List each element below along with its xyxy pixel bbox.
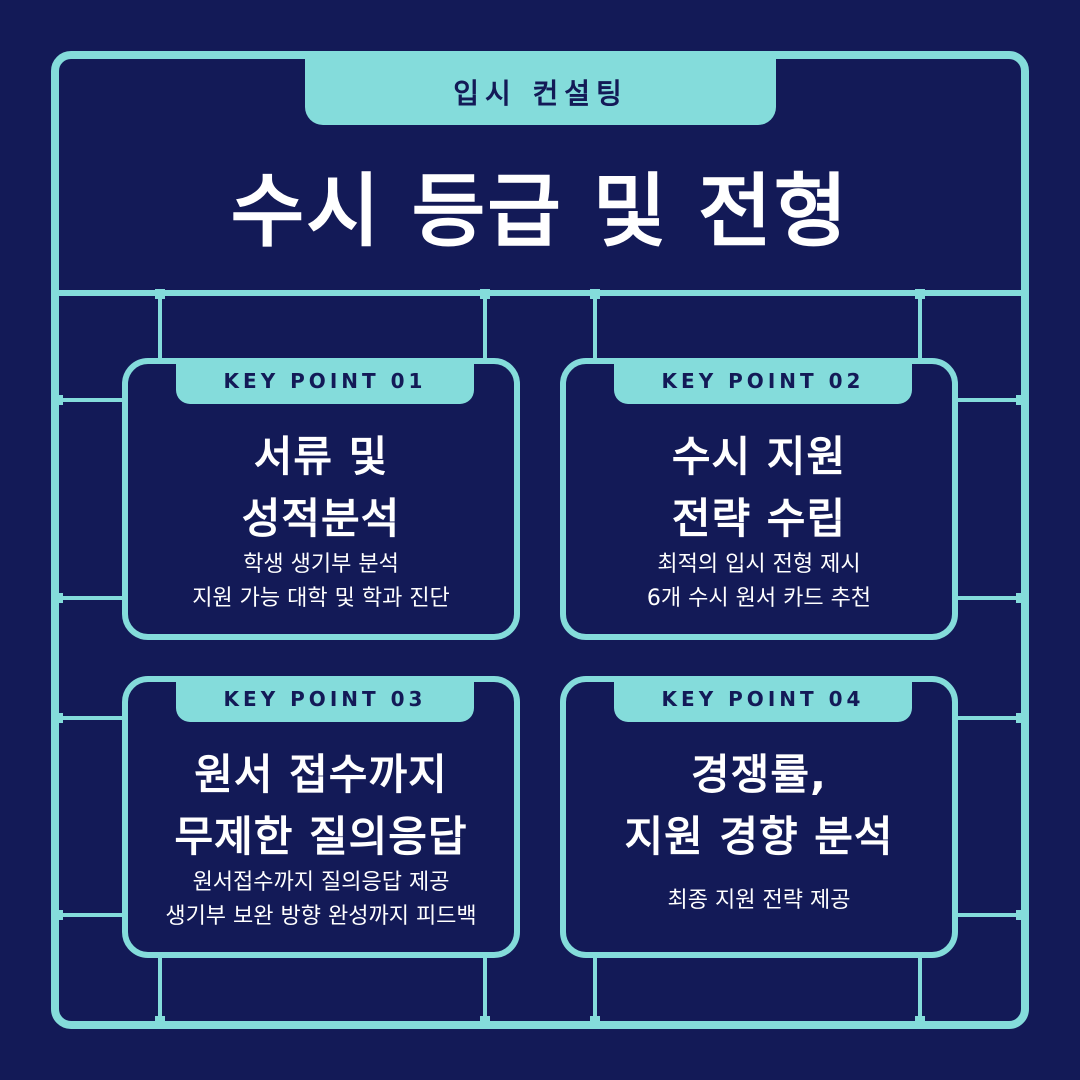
key-point-tag: KEY POINT 02: [614, 358, 912, 404]
key-point-title: 서류 및 성적분석: [128, 426, 514, 550]
key-point-title: 원서 접수까지 무제한 질의응답: [128, 744, 514, 868]
title-line: 성적분석: [241, 494, 401, 543]
key-point-description: 원서접수까지 질의응답 제공 생기부 보완 방향 완성까지 피드백: [128, 866, 514, 934]
title-line: 지원 경향 분석: [624, 812, 894, 861]
title-line: 전략 수립: [671, 494, 847, 543]
title-line: 서류 및: [253, 432, 389, 481]
page-title: 수시 등급 및 전형: [230, 165, 850, 258]
desc-line: 생기부 보완 방향 완성까지 피드백: [165, 904, 477, 929]
title-line: 경쟁률,: [691, 750, 827, 799]
desc-line: 최종 지원 전략 제공: [667, 888, 851, 913]
key-point-card-1: KEY POINT 01 서류 및 성적분석 학생 생기부 분석 지원 가능 대…: [122, 358, 520, 640]
header-tag: 입시 컨설팅: [305, 58, 776, 125]
title-line: 수시 지원: [671, 432, 847, 481]
key-point-card-4: KEY POINT 04 경쟁률, 지원 경향 분석 최종 지원 전략 제공: [560, 676, 958, 958]
key-point-description: 최종 지원 전략 제공: [566, 884, 952, 918]
desc-line: 학생 생기부 분석: [243, 552, 399, 577]
title-line: 무제한 질의응답: [174, 812, 468, 861]
key-point-tag: KEY POINT 03: [176, 676, 474, 722]
key-point-description: 최적의 입시 전형 제시 6개 수시 원서 카드 추천: [566, 548, 952, 616]
key-point-title: 경쟁률, 지원 경향 분석: [566, 744, 952, 868]
desc-line: 최적의 입시 전형 제시: [657, 552, 861, 577]
desc-line: 6개 수시 원서 카드 추천: [646, 586, 872, 611]
key-point-card-3: KEY POINT 03 원서 접수까지 무제한 질의응답 원서접수까지 질의응…: [122, 676, 520, 958]
key-point-card-2: KEY POINT 02 수시 지원 전략 수립 최적의 입시 전형 제시 6개…: [560, 358, 958, 640]
key-point-title: 수시 지원 전략 수립: [566, 426, 952, 550]
desc-line: 지원 가능 대학 및 학과 진단: [192, 586, 450, 611]
key-point-tag: KEY POINT 01: [176, 358, 474, 404]
key-point-tag: KEY POINT 04: [614, 676, 912, 722]
desc-line: 원서접수까지 질의응답 제공: [192, 870, 450, 895]
key-point-description: 학생 생기부 분석 지원 가능 대학 및 학과 진단: [128, 548, 514, 616]
title-line: 원서 접수까지: [194, 750, 448, 799]
